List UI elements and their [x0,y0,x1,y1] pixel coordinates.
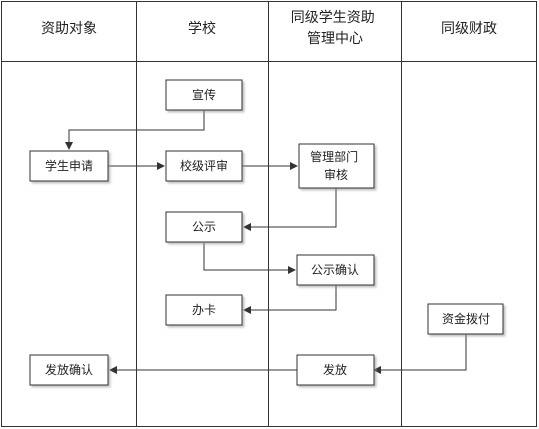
node-label: 资金拨付 [442,311,490,326]
lane-header-line: 同级财政 [441,21,497,37]
lane-header-line: 资助对象 [41,21,97,37]
connector-publicity-to-apply [65,110,205,150]
node-fund-allocation: 资金拨付 [427,303,504,335]
node-box [165,79,243,111]
node-box [165,294,243,326]
node-school-review: 校级评审 [165,150,243,182]
node-box [296,254,375,286]
lane-header-school: 学校 [188,20,216,37]
node-box [427,303,504,335]
lane-header-line: 学校 [188,20,216,37]
lane-header-student-aid-center: 同级学生资助 管理中心 [291,10,379,47]
node-label: 办卡 [192,302,216,317]
lane-headers: 资助对象 学校 同级学生资助 管理中心 同级财政 [41,10,497,47]
node-label-line: 审核 [324,167,348,182]
connector-dept-review-to-publicity [243,188,337,231]
node-label-line: 校级评审 [180,158,228,173]
node-box [165,150,243,182]
connector-funding-to-issue [373,334,467,374]
node-public-notice: 公示 [165,211,243,243]
node-box [298,143,375,189]
node-disbursement-confirmation: 发放确认 [29,354,109,386]
node-box [29,150,109,182]
node-label-line: 公示确认 [311,263,359,277]
node-label-line: 公示 [192,220,216,234]
node-label-line: 学生申请 [45,158,93,173]
node-label-line: 管理部门 [310,149,358,164]
node-box [165,211,243,243]
node-box [296,354,375,386]
node-label: 宣传 [192,87,216,102]
lane-header-finance: 同级财政 [441,21,497,37]
node-label-line: 发放 [323,362,347,377]
node-label: 公示 [192,220,216,234]
node-disbursement: 发放 [296,354,375,386]
connectors [65,110,467,374]
lane-header-line: 同级学生资助 [291,10,375,26]
lane-header-funding-recipient: 资助对象 [41,21,97,37]
node-publicity: 宣传 [165,79,243,111]
node-dept-review: 管理部门 审核 [298,143,375,189]
connector-confirm-to-card [243,285,337,314]
node-label: 发放确认 [45,362,93,377]
node-label-line: 办卡 [192,302,216,317]
node-label: 公示确认 [311,263,359,277]
node-label-line: 发放确认 [45,362,93,377]
node-label-line: 资金拨付 [442,311,490,326]
node-label: 发放 [323,362,347,377]
connector-publicity-to-confirm [203,243,296,274]
node-card-issuance: 办卡 [165,294,243,326]
process-boxes: 宣传 学生申请 校级评审 管理部门 审核 公示 [29,79,504,386]
node-label: 校级评审 [180,158,228,173]
node-label-line: 宣传 [192,87,216,102]
node-label: 管理部门 审核 [310,149,362,182]
lane-header-line: 管理中心 [307,31,363,47]
node-notice-confirmation: 公示确认 [296,254,375,286]
node-label: 学生申请 [45,158,93,173]
node-student-application: 学生申请 [29,150,109,182]
node-box [29,354,109,386]
